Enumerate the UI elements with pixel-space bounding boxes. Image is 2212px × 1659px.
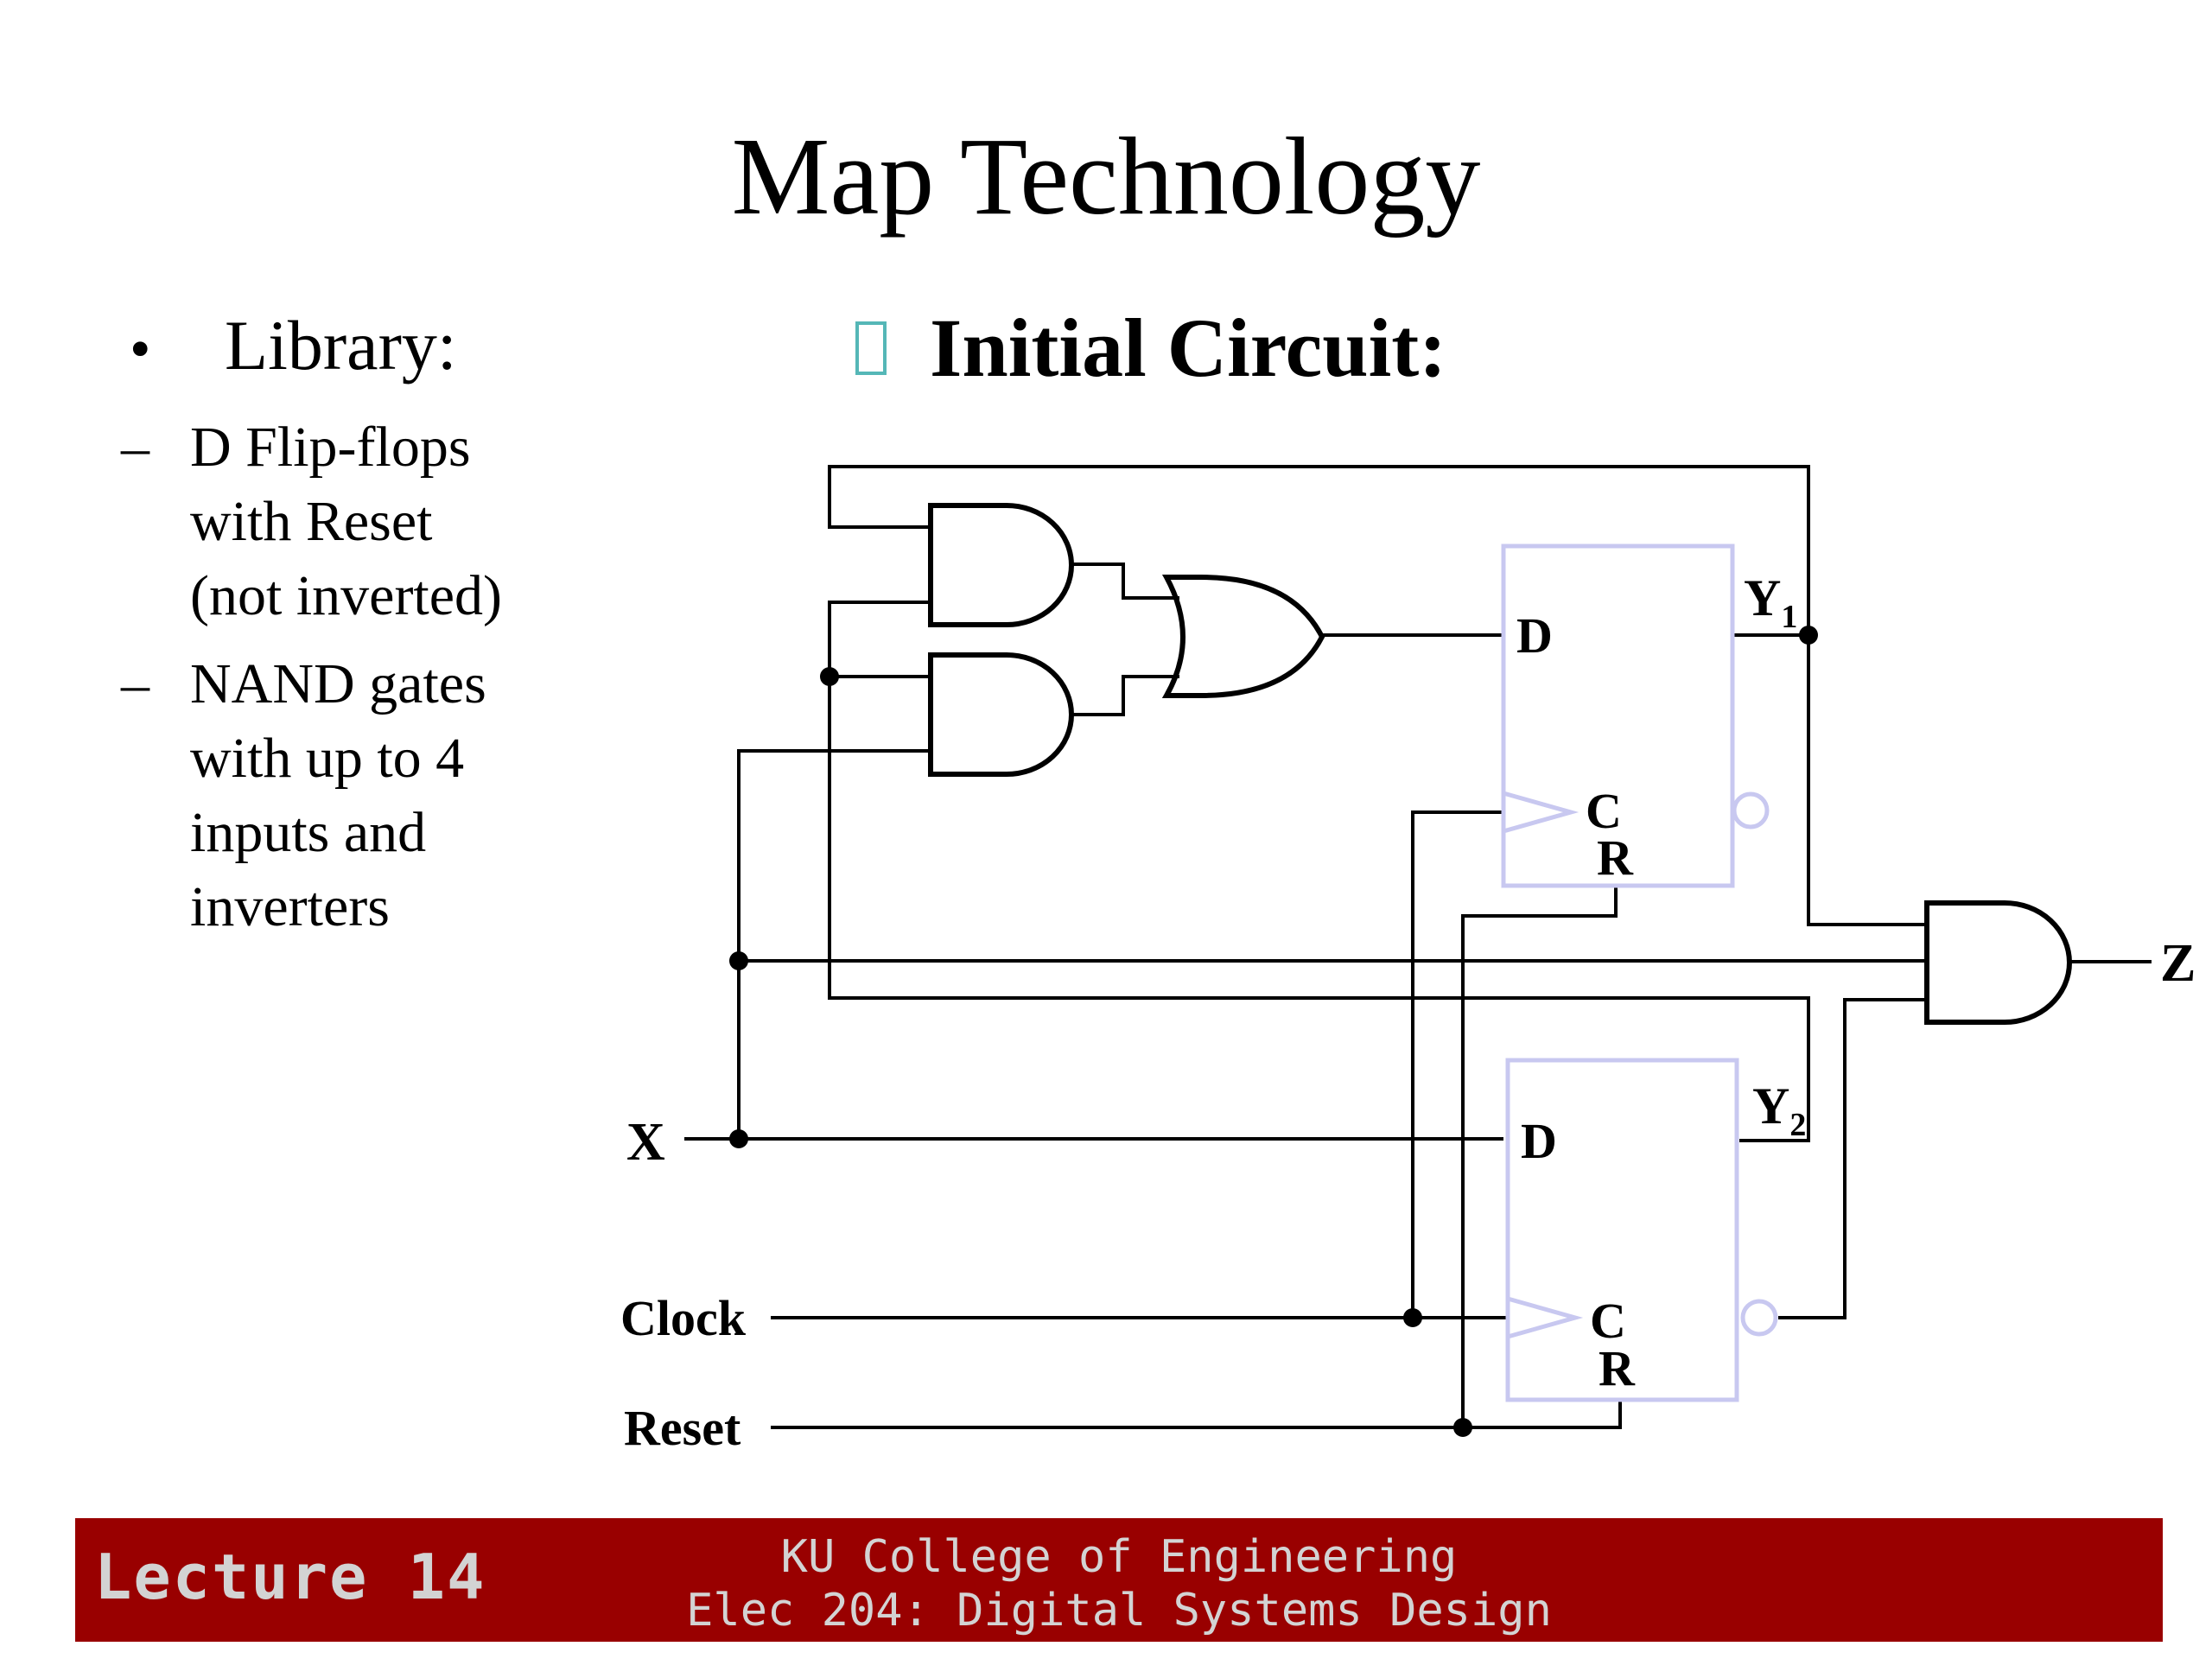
ff2-q-subscript: 2: [1789, 1107, 1806, 1143]
ff1-q-subscript: 1: [1781, 599, 1797, 635]
wire-reset-ff1: [1461, 886, 1618, 1427]
junction-dot: [820, 667, 839, 686]
wire-y2-to-and1: [828, 601, 1810, 1142]
junction-dot: [1799, 626, 1818, 645]
checkbox-icon: [855, 321, 887, 375]
library-sublist: – D Flip-flops with Reset (not inverted)…: [121, 410, 691, 944]
wire-and1-out: [1071, 563, 1179, 600]
footer-bar: Lecture 14 KU College of Engineering Ele…: [75, 1518, 2163, 1642]
wire-clock-ff1: [1411, 810, 1503, 1318]
ff1-qn-bubble: [1732, 791, 1770, 830]
library-section: • Library: – D Flip-flops with Reset (no…: [121, 306, 691, 958]
ff1-d-label: D: [1516, 607, 1553, 664]
dash-icon: –: [121, 416, 149, 480]
footer-college: KU College of Engineering: [780, 1531, 1458, 1583]
ff1-c-label: C: [1586, 783, 1622, 839]
reset-input-label: Reset: [624, 1400, 741, 1456]
junction-dot: [729, 1129, 748, 1148]
library-item-text: D Flip-flops with Reset (not inverted): [190, 416, 503, 628]
wire-and2-out: [1071, 675, 1179, 716]
wire-reset: [771, 1400, 1622, 1429]
footer-course-info: KU College of Engineering Elec 204: Digi…: [75, 1530, 2163, 1637]
ff2-q-label: Y2: [1752, 1077, 1806, 1143]
circuit-heading: Initial Circuit:: [855, 307, 1446, 390]
z-output-label: Z: [2160, 934, 2196, 993]
wire-y1-feedback: [828, 465, 1810, 635]
clock-input-label: Clock: [620, 1290, 747, 1346]
ff1-r-label: R: [1597, 830, 1634, 886]
bullet-icon: •: [130, 316, 151, 383]
dash-icon: –: [121, 652, 149, 716]
slide-title: Map Technology: [731, 115, 1481, 238]
library-item: – D Flip-flops with Reset (not inverted): [0, 410, 691, 633]
ff2-r-label: R: [1599, 1340, 1636, 1396]
junction-dot: [729, 951, 748, 970]
ff1-q-text: Y: [1744, 569, 1781, 626]
lecture-label: Lecture 14: [94, 1541, 486, 1613]
library-bullet: • Library:: [130, 306, 691, 385]
ff2-q-text: Y: [1752, 1077, 1789, 1135]
wire-x-to-and2: [737, 749, 931, 1139]
library-item: – NAND gates with up to 4 inputs and inv…: [0, 647, 691, 944]
flipflop-2: [1505, 1058, 1739, 1402]
x-input-label: X: [626, 1113, 665, 1172]
ff1-clock-triangle: [1503, 791, 1580, 834]
footer-course: Elec 204: Digital Systems Design: [686, 1585, 1552, 1637]
and-gate-z: [1924, 900, 2072, 1025]
ff2-d-label: D: [1521, 1113, 1557, 1169]
wire-q2n-out: [1778, 998, 1927, 1319]
library-item-text: NAND gates with up to 4 inputs and inver…: [190, 652, 486, 939]
and-gate-2: [928, 652, 1074, 777]
circuit-heading-text: Initial Circuit:: [930, 302, 1447, 394]
ff2-clock-triangle: [1507, 1296, 1584, 1339]
junction-dot: [1453, 1418, 1472, 1437]
ff1-q-label: Y1: [1744, 569, 1797, 635]
wire-y1-out: [1732, 633, 1927, 926]
ff2-qn-bubble: [1740, 1299, 1778, 1337]
junction-dot: [1403, 1308, 1422, 1327]
and-gate-1: [928, 503, 1074, 627]
flipflop-1: [1501, 543, 1735, 888]
library-heading: Library:: [225, 306, 457, 385]
ff2-c-label: C: [1590, 1293, 1626, 1349]
or-gate: [1161, 575, 1325, 698]
